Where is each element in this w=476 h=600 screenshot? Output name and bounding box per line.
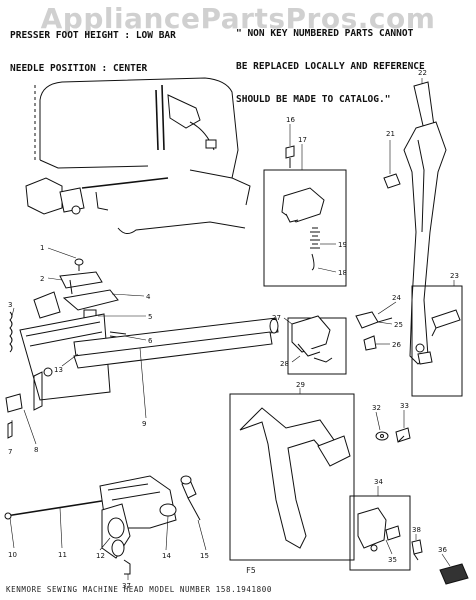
callout-27: 27 (272, 314, 281, 322)
head-needle-bar-assembly (25, 84, 217, 215)
callout-labels: 1 2 3 4 5 6 7 8 9 10 11 12 13 14 15 16 1… (8, 69, 459, 590)
callout-34: 34 (374, 478, 383, 486)
callout-17: 17 (298, 136, 307, 144)
header-left-line-2: NEEDLE POSITION : CENTER (10, 63, 148, 74)
callout-33: 33 (400, 402, 409, 410)
callout-8: 8 (34, 446, 38, 454)
callout-16: 16 (286, 116, 295, 124)
callout-18: 18 (338, 269, 347, 277)
callout-12: 12 (96, 552, 105, 560)
callout-7: 7 (8, 448, 12, 456)
presser-bar (5, 313, 279, 439)
presser-components (9, 258, 127, 353)
callout-3: 3 (8, 301, 12, 309)
upper-right-parts (263, 145, 401, 287)
callout-11: 11 (58, 551, 67, 559)
screw-and-washer (375, 427, 411, 443)
callout-38: 38 (412, 526, 421, 534)
callout-6: 6 (148, 337, 153, 345)
machine-head-outline (34, 77, 251, 234)
parts-36-38 (411, 539, 469, 585)
header-right-line-1: " NON KEY NUMBERED PARTS CANNOT (236, 28, 414, 39)
callout-22: 22 (418, 69, 427, 77)
callout-35: 35 (388, 556, 397, 564)
callout-19: 19 (338, 241, 347, 249)
callout-5: 5 (148, 313, 152, 321)
callout-1: 1 (40, 244, 44, 252)
leader-lines (9, 78, 455, 580)
callout-26: 26 (392, 341, 401, 349)
header-right-line-2: BE REPLACED LOCALLY AND REFERENCE (236, 61, 425, 72)
callout-15: 15 (200, 552, 209, 560)
callout-25: 25 (394, 321, 403, 329)
callout-24: 24 (392, 294, 401, 302)
footer-model-line: KENMORE SEWING MACHINE HEAD MODEL NUMBER… (6, 585, 272, 594)
callout-21: 21 (386, 130, 395, 138)
callout-14: 14 (162, 552, 171, 560)
callout-4: 4 (146, 293, 151, 301)
callout-32: 32 (372, 404, 381, 412)
lifter-lever (229, 393, 355, 561)
callout-13: 13 (54, 366, 63, 374)
callout-2: 2 (40, 275, 44, 283)
header-left-line-1: PRESSER FOOT HEIGHT : LOW BAR (10, 30, 176, 41)
callout-29: 29 (296, 381, 305, 389)
callout-37: 37 (122, 582, 131, 590)
middle-right-parts (287, 311, 393, 375)
callout-9: 9 (142, 420, 146, 428)
callout-23: 23 (450, 272, 459, 280)
part-34-assembly (349, 495, 411, 571)
callout-10: 10 (8, 551, 17, 559)
header-left: PRESSER FOOT HEIGHT : LOW BAR NEEDLE POS… (10, 8, 176, 96)
lower-left-assembly (4, 475, 201, 575)
header-right-line-3: SHOULD BE MADE TO CATALOG." (236, 94, 391, 105)
figure-label: F5 (246, 566, 256, 575)
callout-36: 36 (438, 546, 447, 554)
header-right: " NON KEY NUMBERED PARTS CANNOT BE REPLA… (236, 6, 425, 127)
callout-28: 28 (280, 360, 289, 368)
part-23-assembly (411, 285, 463, 397)
lever-arm (403, 81, 447, 365)
